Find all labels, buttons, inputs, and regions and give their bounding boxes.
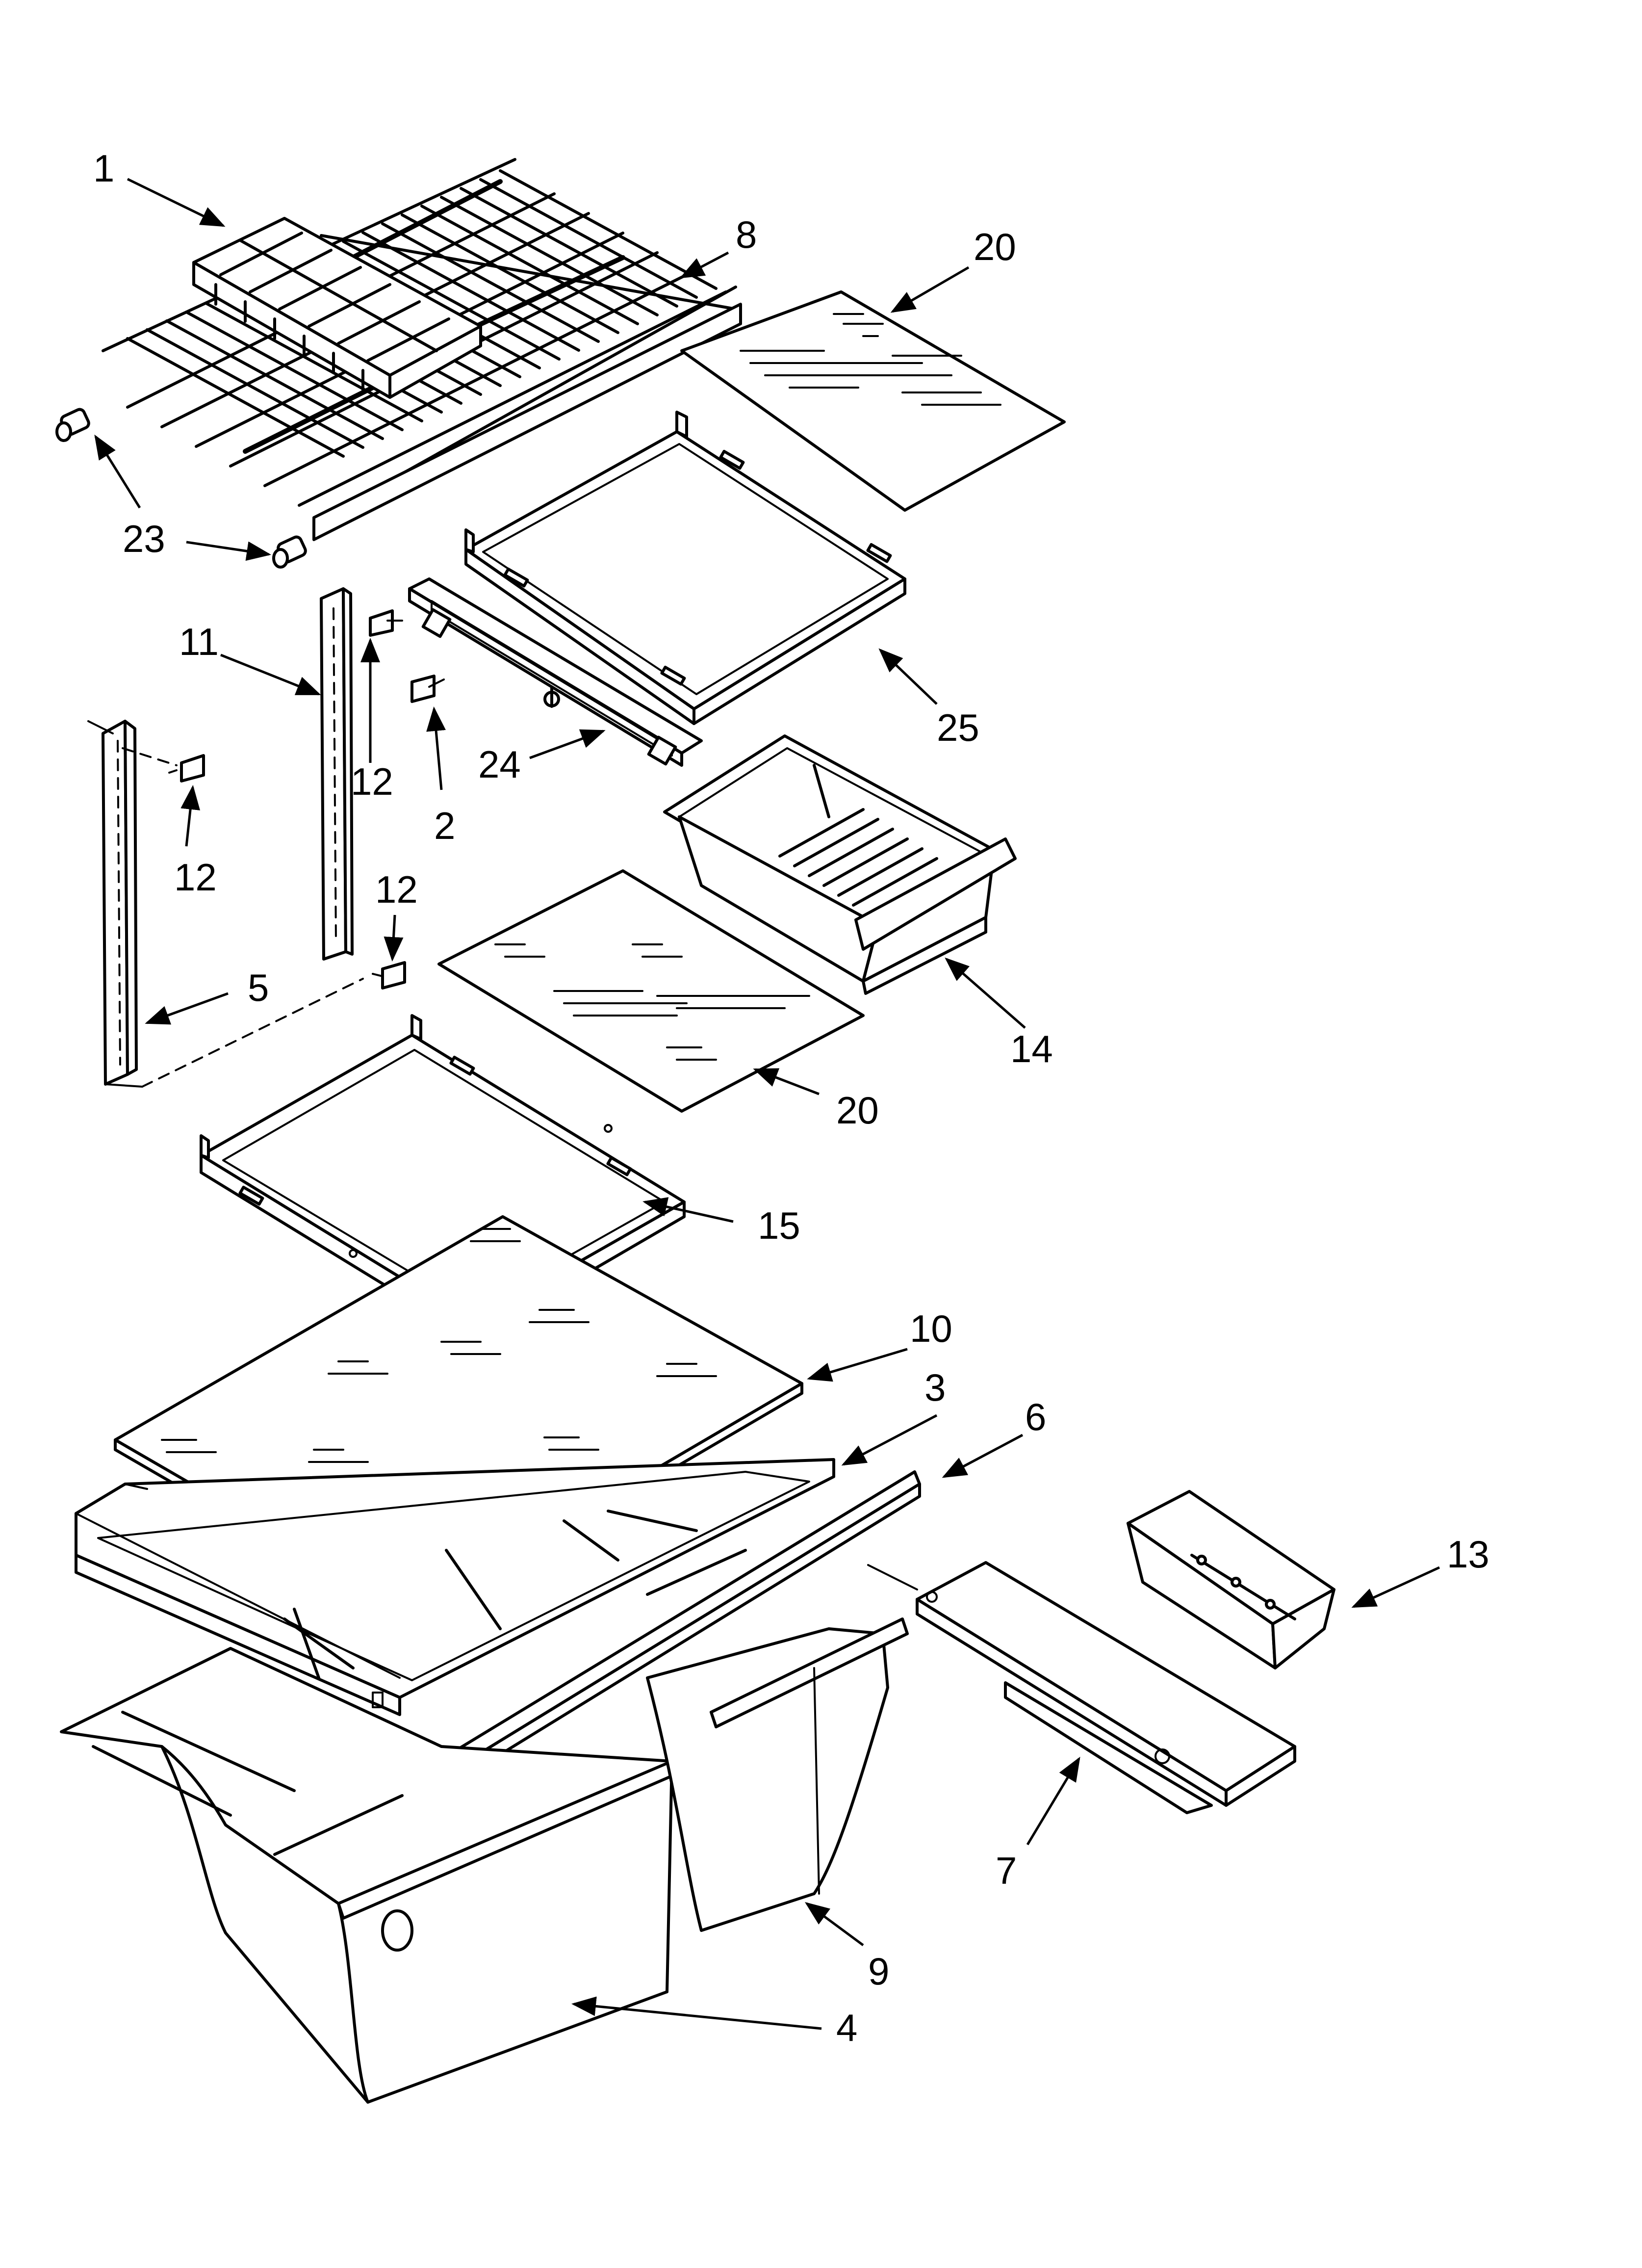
leader-15 (642, 1197, 734, 1223)
glass-shelf-part-20-upper (680, 290, 1066, 512)
rail-part-5 (87, 720, 364, 1088)
callout-label-3: 3 (924, 1366, 946, 1409)
leader-20-lower (753, 1068, 820, 1095)
callout-label-10: 10 (910, 1307, 952, 1350)
crisper-drawer-part-9 (646, 1617, 909, 1932)
slide-rail-part-24 (408, 577, 703, 767)
leader-10 (807, 1348, 908, 1382)
callout-label-12-upper: 12 (351, 760, 393, 803)
callout-label-1: 1 (93, 147, 114, 190)
callout-label-4: 4 (836, 2006, 857, 2049)
crisper-cover-part-3 (75, 1458, 835, 1716)
leader-20-upper (890, 266, 970, 313)
screw-part-12-left (168, 754, 205, 782)
leader-14 (945, 957, 1026, 1029)
callout-label-8: 8 (736, 213, 757, 256)
callout-label-24: 24 (478, 743, 521, 786)
leader-25 (878, 648, 938, 705)
control-housing-part-7 (867, 1561, 1296, 1814)
leader-23-right (186, 541, 271, 561)
callout-label-23: 23 (123, 517, 165, 560)
leader-12-lower (384, 914, 404, 962)
screw-part-12-lower (372, 961, 406, 990)
callout-label-14: 14 (1010, 1027, 1053, 1070)
callout-label-25: 25 (937, 706, 979, 749)
rail-part-11 (320, 587, 354, 961)
leader-12-left (180, 785, 201, 847)
leader-9 (804, 1902, 864, 1947)
callout-label-9: 9 (868, 1950, 889, 1993)
leader-24 (529, 729, 606, 759)
callout-label-2: 2 (434, 804, 455, 847)
callout-label-11: 11 (179, 620, 219, 663)
drawer-part-14 (663, 734, 1017, 995)
callout-label-13: 13 (1447, 1533, 1489, 1576)
callout-label-6: 6 (1025, 1395, 1046, 1438)
callout-label-20-lower: 20 (836, 1089, 879, 1132)
crisper-drawer-part-4 (60, 1647, 673, 2104)
callout-label-5: 5 (248, 966, 269, 1009)
door-bin-part-13 (1127, 1490, 1335, 1669)
screw-part-12-upper-right (369, 609, 403, 637)
end-cap-part-23-left (55, 408, 90, 442)
leader-13 (1351, 1566, 1440, 1608)
leader-6 (942, 1434, 1024, 1478)
leader-8 (679, 251, 729, 279)
callout-label-12-left: 12 (174, 856, 217, 899)
glass-shelf-part-20-lower (437, 869, 865, 1113)
leader-2 (426, 706, 446, 790)
callout-label-20-upper: 20 (974, 225, 1016, 268)
leader-23-left (94, 434, 141, 509)
callout-label-15: 15 (758, 1204, 800, 1247)
callout-leaders (94, 178, 1440, 2030)
leader-5 (145, 992, 229, 1025)
callout-label-12-lower: 12 (375, 868, 418, 911)
end-cap-part-23-right (272, 535, 307, 569)
leader-1 (127, 178, 226, 227)
leader-7 (1026, 1756, 1080, 1846)
leader-4 (571, 1996, 822, 2030)
callout-labels: 1 8 20 23 11 12 12 2 24 25 12 5 12 14 20… (93, 147, 1489, 2049)
ice-tray-part-1 (192, 217, 482, 399)
callout-label-7: 7 (996, 1849, 1017, 1892)
screw-part-2 (410, 675, 445, 703)
shelf-frame-part-25 (464, 411, 906, 725)
leader-11 (220, 653, 321, 696)
leader-3 (841, 1414, 938, 1466)
